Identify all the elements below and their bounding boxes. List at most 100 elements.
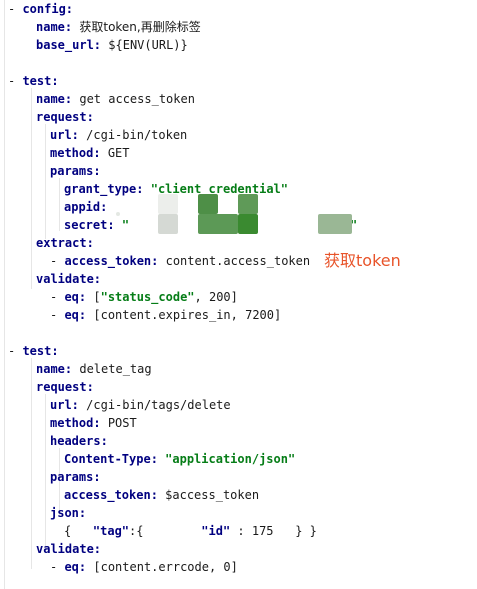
indent-guide bbox=[59, 448, 60, 517]
code-line: method: POST bbox=[50, 414, 137, 432]
yaml-key: Content-Type: bbox=[64, 452, 158, 466]
code-line: - eq: ["status_code", 200] bbox=[50, 290, 238, 304]
yaml-key: extract: bbox=[36, 236, 94, 250]
yaml-key: test: bbox=[22, 344, 59, 358]
yaml-key: name: bbox=[36, 20, 73, 34]
code-line: validate: bbox=[36, 540, 101, 558]
code-line: request: bbox=[36, 378, 94, 396]
json-value: : 175 } } bbox=[230, 524, 317, 538]
yaml-bracket: [ bbox=[93, 290, 101, 304]
redaction-block bbox=[116, 212, 120, 216]
yaml-value: , 200] bbox=[194, 290, 238, 304]
redaction-block bbox=[158, 194, 178, 214]
yaml-key: validate: bbox=[36, 272, 102, 286]
yaml-value: /cgi-bin/token bbox=[86, 128, 188, 142]
redaction-block bbox=[238, 214, 258, 234]
yaml-key: config: bbox=[22, 2, 74, 16]
redaction-block bbox=[198, 214, 238, 234]
json-key: "tag" bbox=[92, 524, 130, 538]
yaml-key: params: bbox=[50, 470, 101, 484]
indent-guide bbox=[31, 358, 32, 569]
yaml-key: request: bbox=[36, 110, 94, 124]
yaml-key: params: bbox=[50, 164, 101, 178]
yaml-key: method: bbox=[50, 146, 101, 160]
yaml-value: $access_token bbox=[165, 488, 260, 502]
code-line: - test: bbox=[8, 74, 59, 88]
code-line: - config: bbox=[8, 2, 74, 16]
yaml-value: ${ENV(URL)} bbox=[108, 38, 188, 52]
yaml-key: eq: bbox=[64, 560, 87, 574]
code-line: access_token: $access_token bbox=[64, 486, 259, 504]
code-line: Content-Type: "application/json" bbox=[64, 450, 295, 468]
code-line: name: 获取token,再删除标签 bbox=[36, 18, 201, 36]
yaml-value: delete_tag bbox=[79, 362, 152, 376]
yaml-key: access_token: bbox=[64, 488, 158, 502]
code-line: " bbox=[350, 216, 357, 234]
yaml-key: grant_type: bbox=[64, 182, 144, 196]
code-line: headers: bbox=[50, 432, 108, 450]
yaml-key: url: bbox=[50, 128, 79, 142]
yaml-key: appid: bbox=[64, 200, 108, 214]
code-line: method: GET bbox=[50, 144, 130, 162]
yaml-key: secret: bbox=[64, 218, 115, 232]
code-line: appid: bbox=[64, 198, 107, 216]
yaml-string: "status_code" bbox=[100, 290, 195, 304]
yaml-key: headers: bbox=[50, 434, 108, 448]
annotation-label: 获取token bbox=[324, 251, 401, 270]
indent-guide bbox=[45, 394, 46, 549]
yaml-value: 获取token,再删除标签 bbox=[79, 20, 201, 34]
yaml-value: POST bbox=[107, 416, 137, 430]
code-line: request: bbox=[36, 108, 94, 126]
yaml-value: /cgi-bin/tags/delete bbox=[86, 398, 231, 412]
code-line: secret: " bbox=[64, 216, 129, 234]
json-key: "id" bbox=[201, 524, 231, 538]
yaml-string: " bbox=[350, 218, 358, 232]
code-line: grant_type: "client_credential" bbox=[64, 180, 288, 198]
yaml-string: "application/json" bbox=[165, 452, 296, 466]
code-line: name: get access_token bbox=[36, 90, 195, 108]
yaml-key: test: bbox=[22, 74, 59, 88]
json-punct: :{ bbox=[129, 524, 202, 538]
redaction-block bbox=[158, 214, 178, 234]
redaction-block bbox=[198, 194, 218, 214]
code-line: params: bbox=[50, 468, 101, 486]
redaction-block bbox=[318, 214, 352, 234]
yaml-key: base_url: bbox=[36, 38, 102, 52]
code-line: - access_token: content.access_token bbox=[50, 254, 311, 268]
code-line: json: bbox=[50, 504, 86, 522]
indent-guide bbox=[4, 0, 5, 589]
yaml-value: [content.errcode, 0] bbox=[93, 560, 238, 574]
yaml-key: request: bbox=[36, 380, 94, 394]
yaml-string: " bbox=[121, 218, 130, 232]
yaml-key: access_token: bbox=[64, 254, 159, 268]
yaml-key: method: bbox=[50, 416, 101, 430]
yaml-value: [content.expires_in, 7200] bbox=[93, 308, 282, 322]
yaml-value: content.access_token bbox=[165, 254, 311, 268]
code-line: - eq: [content.expires_in, 7200] bbox=[50, 308, 282, 322]
redaction-block bbox=[238, 194, 258, 214]
code-line: validate: bbox=[36, 270, 101, 288]
code-line: extract: bbox=[36, 234, 94, 252]
yaml-value: GET bbox=[107, 146, 130, 160]
indent-guide bbox=[31, 88, 32, 289]
code-line: url: /cgi-bin/tags/delete bbox=[50, 396, 231, 414]
code-line: name: delete_tag bbox=[36, 360, 152, 378]
yaml-key: url: bbox=[50, 398, 79, 412]
code-line: url: /cgi-bin/token bbox=[50, 126, 187, 144]
indent-guide bbox=[45, 124, 46, 239]
code-line: params: bbox=[50, 162, 101, 180]
code-line: base_url: ${ENV(URL)} bbox=[36, 36, 188, 54]
indent-guide bbox=[59, 178, 60, 231]
yaml-string: "client_credential" bbox=[150, 182, 288, 196]
yaml-key: eq: bbox=[64, 308, 87, 322]
code-line: { "tag":{ "id" : 175 } } bbox=[64, 522, 317, 540]
yaml-key: eq: bbox=[64, 290, 87, 304]
yaml-key: name: bbox=[36, 92, 73, 106]
yaml-value: get access_token bbox=[79, 92, 195, 106]
yaml-key: validate: bbox=[36, 542, 102, 556]
code-line: - eq: [content.errcode, 0] bbox=[50, 560, 238, 574]
json-brace: { bbox=[64, 524, 93, 538]
code-line: - test: bbox=[8, 344, 59, 358]
yaml-key: json: bbox=[50, 506, 87, 520]
